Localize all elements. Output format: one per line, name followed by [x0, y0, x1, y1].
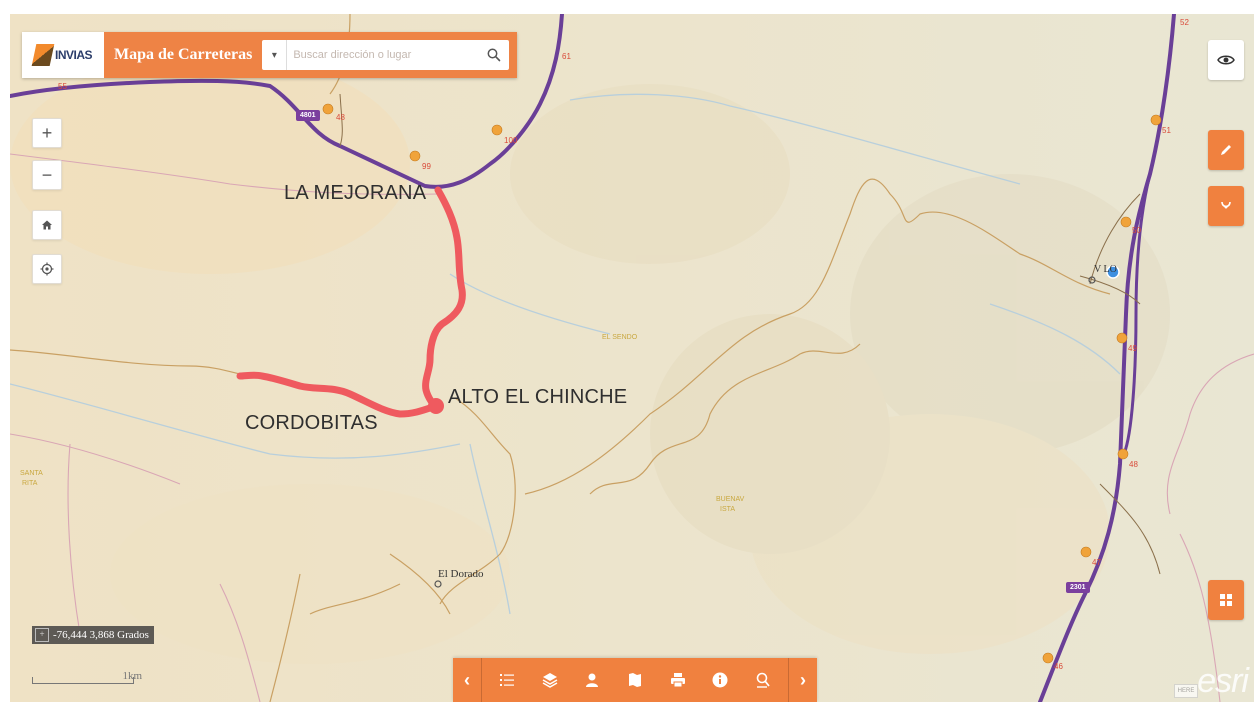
query-button[interactable] — [748, 665, 778, 695]
secondary-roads — [339, 93, 1161, 575]
pr-label: 55 — [58, 82, 67, 91]
caret-down-icon: ▾ — [271, 49, 277, 61]
visibility-toggle-button[interactable] — [1208, 40, 1244, 80]
invias-logo-icon — [31, 44, 55, 66]
pr-markers — [322, 103, 1162, 664]
toolbar-prev-button[interactable]: ‹ — [453, 658, 482, 702]
info-button[interactable] — [705, 665, 735, 695]
search-user-icon — [756, 672, 770, 688]
home-icon — [42, 220, 52, 230]
coordinates-readout[interactable]: + -76,444 3,868 Grados — [32, 626, 154, 644]
road-shield-bottom: 2301 — [1066, 582, 1090, 593]
bookmarks-button[interactable] — [620, 665, 650, 695]
printer-icon — [670, 673, 685, 688]
map-frame: INVIAS Mapa de Carreteras ▾ + − — [10, 14, 1254, 702]
print-button[interactable] — [663, 665, 693, 695]
app-header: INVIAS Mapa de Carreteras ▾ — [22, 32, 518, 78]
label-buenav: BUENAV — [716, 496, 745, 503]
pr-label: 51 — [1162, 126, 1171, 135]
logo-text: INVIAS — [54, 48, 93, 62]
bottom-toolbar: ‹ — [453, 658, 817, 702]
minus-icon: − — [41, 164, 53, 185]
label-vereda: V LO — [1094, 264, 1117, 275]
pr-label: 46 — [1054, 662, 1063, 671]
search-button[interactable] — [479, 40, 509, 70]
label-rita: RITA — [22, 480, 38, 487]
alto-el-chinche-marker[interactable] — [428, 398, 444, 414]
layers-icon — [542, 673, 558, 688]
terrain-shading — [10, 54, 1170, 664]
municipal-boundaries — [10, 153, 1254, 702]
el-dorado-dot-icon — [434, 580, 442, 588]
pencil-icon — [1221, 145, 1231, 155]
rivers — [10, 93, 1121, 615]
pr-label: 49 — [1128, 344, 1137, 353]
map-book-icon — [628, 673, 641, 687]
vereda-dot-icon — [1088, 276, 1096, 284]
toolbar-next-button[interactable]: › — [788, 658, 817, 702]
user-location-button[interactable] — [577, 665, 607, 695]
zoom-out-button[interactable]: − — [32, 160, 62, 190]
measure-icon — [1221, 201, 1231, 209]
invias-logo[interactable]: INVIAS — [22, 32, 104, 78]
locate-icon — [40, 262, 54, 276]
scalebar-label: 1km — [122, 670, 142, 682]
esri-logo: esri — [1197, 662, 1249, 700]
coordinates-text: -76,444 3,868 Grados — [53, 629, 149, 641]
pr-label: 52 — [1180, 18, 1189, 27]
label-el-sendo: EL SENDO — [602, 334, 638, 341]
search-box: ▾ — [262, 40, 510, 70]
home-button[interactable] — [32, 210, 62, 240]
user-pin-icon — [586, 673, 599, 687]
label-santa: SANTA — [20, 470, 43, 477]
main-roads — [10, 14, 1176, 702]
search-input[interactable] — [287, 41, 480, 69]
pr-label: 50 — [1132, 226, 1141, 235]
label-el-dorado: El Dorado — [438, 568, 484, 580]
toolbar-icons — [482, 665, 788, 695]
measure-button[interactable] — [1208, 186, 1244, 226]
location-pin-icon[interactable] — [1106, 265, 1120, 279]
chevron-right-icon: › — [800, 669, 806, 690]
road-shield-top: 4801 — [296, 110, 320, 121]
search-icon — [487, 48, 501, 62]
label-cordobitas: CORDOBITAS — [245, 412, 378, 434]
pr-label: 100 — [504, 136, 518, 145]
pr-label: 47 — [1092, 558, 1101, 567]
draw-button[interactable] — [1208, 130, 1244, 170]
plus-icon: + — [41, 122, 53, 143]
chevron-left-icon: ‹ — [464, 669, 470, 690]
pr-label: 99 — [422, 162, 431, 171]
locate-button[interactable] — [32, 254, 62, 284]
label-la-mejorana: LA MEJORANA — [284, 182, 427, 204]
label-alto-el-chinche: ALTO EL CHINCHE — [448, 386, 628, 408]
grid-icon — [1220, 594, 1232, 606]
pr-label: 48 — [1129, 460, 1138, 469]
scalebar-line — [32, 677, 134, 684]
basemap-gallery-button[interactable] — [1208, 580, 1244, 620]
pr-label: 48 — [336, 113, 345, 122]
legend-button[interactable] — [492, 665, 522, 695]
boundaries — [10, 14, 1111, 702]
search-source-dropdown[interactable]: ▾ — [262, 40, 288, 70]
app-title: Mapa de Carreteras — [114, 46, 253, 63]
scalebar: 1km — [32, 670, 142, 686]
map-canvas[interactable] — [10, 14, 1254, 702]
pr-label: 61 — [562, 52, 571, 61]
label-ista: ISTA — [720, 506, 736, 513]
highlighted-route — [236, 186, 466, 418]
layers-button[interactable] — [535, 665, 565, 695]
eye-icon — [1217, 55, 1235, 65]
info-icon — [712, 672, 728, 688]
list-icon — [500, 674, 515, 686]
attribution-badge[interactable]: HERE — [1174, 684, 1198, 698]
crosshair-icon: + — [35, 628, 49, 642]
zoom-in-button[interactable]: + — [32, 118, 62, 148]
